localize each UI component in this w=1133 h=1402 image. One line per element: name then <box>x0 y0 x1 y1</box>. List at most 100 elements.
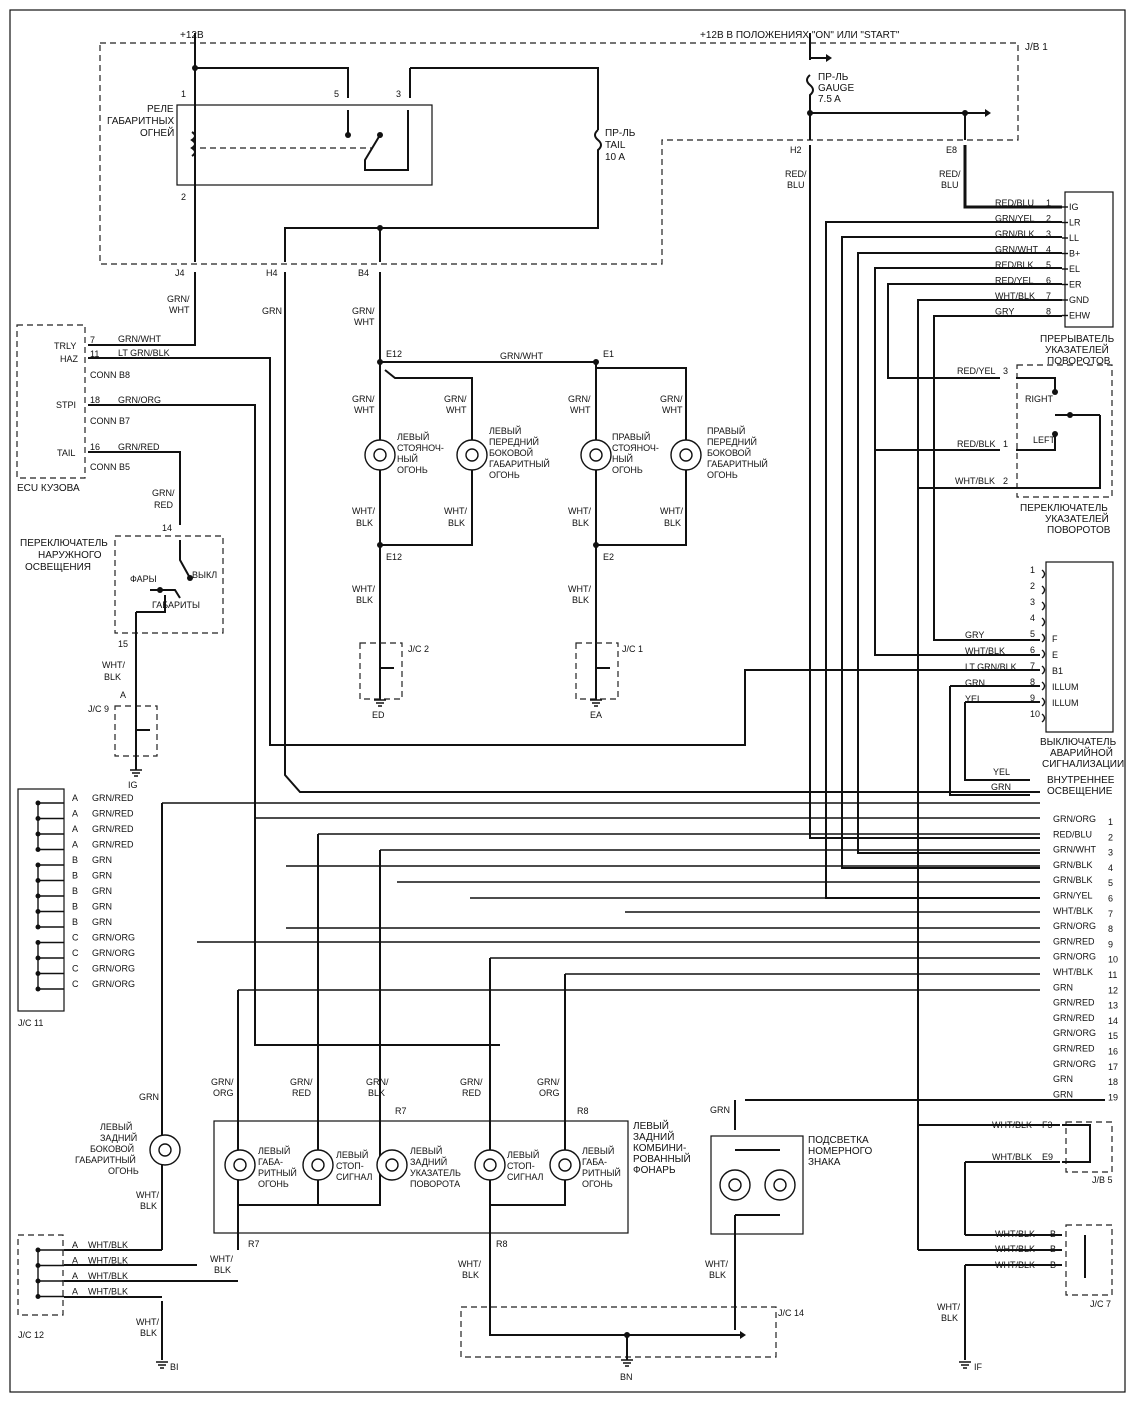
jc11-row-code: C <box>72 933 79 943</box>
svg-text:BLK: BLK <box>462 1270 479 1280</box>
svg-text:WHT: WHT <box>662 405 683 415</box>
flasher-wire-label: RED/BLU <box>995 198 1034 208</box>
trailer-pin-number: 1 <box>1108 817 1113 827</box>
jc11-row-code: B <box>72 902 78 912</box>
svg-text:WHT/BLK: WHT/BLK <box>992 1120 1032 1130</box>
svg-text:WHT: WHT <box>446 405 467 415</box>
jc11-row-code: A <box>72 793 78 803</box>
svg-text:ВЫКЛЮЧАТЕЛЬ: ВЫКЛЮЧАТЕЛЬ <box>1040 737 1117 748</box>
jc12-row-code: A <box>72 1287 78 1297</box>
svg-text:14: 14 <box>162 523 172 533</box>
svg-text:RED/YEL: RED/YEL <box>957 366 996 376</box>
jc11-row-wire: GRN/RED <box>92 793 134 803</box>
trailer-pin-number: 18 <box>1108 1077 1118 1087</box>
svg-text:GRN/: GRN/ <box>167 294 190 304</box>
turn-flasher <box>1064 191 1114 328</box>
flasher-wire-label: RED/BLK <box>995 260 1034 270</box>
rear-side-marker-left <box>149 1134 181 1166</box>
flasher-pin-number: 8 <box>1046 307 1051 317</box>
hazard-pin-number: 5 <box>1030 629 1035 639</box>
svg-text:ОГОНЬ: ОГОНЬ <box>612 465 643 475</box>
exterior-light-switch <box>114 535 224 634</box>
svg-text:E12: E12 <box>386 349 402 359</box>
trailer-wire-label: GRN/RED <box>1053 1044 1095 1054</box>
svg-text:STPI: STPI <box>56 400 76 410</box>
svg-text:WHT/: WHT/ <box>136 1190 159 1200</box>
supply-on-start-label: +12В В ПОЛОЖЕНИЯХ "ON" ИЛИ "START" <box>700 30 900 41</box>
jc12-row-wire: WHT/BLK <box>88 1287 128 1297</box>
svg-text:GAUGE: GAUGE <box>818 83 854 94</box>
svg-text:НЫЙ: НЫЙ <box>397 453 418 464</box>
jc11-row-wire: GRN <box>92 886 112 896</box>
trailer-wire-label: GRN/ORG <box>1053 1028 1096 1038</box>
svg-text:ГАБАРИТНЫЙ: ГАБАРИТНЫЙ <box>75 1154 136 1165</box>
svg-text:УКАЗАТЕЛЕЙ: УКАЗАТЕЛЕЙ <box>1045 512 1109 525</box>
front-lamp-right-parking <box>580 439 612 471</box>
junction-block-jb1 <box>99 42 1019 265</box>
svg-text:УКАЗАТЕЛЕЙ: УКАЗАТЕЛЕЙ <box>1045 343 1109 356</box>
svg-text:НЫЙ: НЫЙ <box>612 453 633 464</box>
svg-text:R8: R8 <box>577 1106 589 1116</box>
svg-text:BLU: BLU <box>787 180 805 190</box>
svg-text:IG: IG <box>128 780 138 790</box>
svg-text:WHT: WHT <box>354 317 375 327</box>
svg-text:ЛЕВЫЙ: ЛЕВЫЙ <box>582 1145 614 1156</box>
svg-text:WHT: WHT <box>354 405 375 415</box>
flasher-wire-label: RED/YEL <box>995 276 1034 286</box>
svg-text:ЗАДНИЙ: ЗАДНИЙ <box>100 1132 137 1143</box>
rear-lamp-turn-left <box>376 1149 408 1181</box>
svg-text:ПРАВЫЙ: ПРАВЫЙ <box>612 431 650 442</box>
svg-text:ОГОНЬ: ОГОНЬ <box>489 470 520 480</box>
hazard-wire-label: LT GRN/BLK <box>965 662 1017 672</box>
svg-text:BLK: BLK <box>104 672 121 682</box>
fuse-gauge <box>806 74 814 140</box>
svg-text:BLK: BLK <box>572 595 589 605</box>
svg-text:СИГНАЛ: СИГНАЛ <box>336 1172 373 1182</box>
tail-relay <box>176 104 433 186</box>
jc2 <box>359 642 403 700</box>
svg-text:ПЕРЕКЛЮЧАТЕЛЬ: ПЕРЕКЛЮЧАТЕЛЬ <box>1020 503 1108 514</box>
svg-text:GRN/: GRN/ <box>352 306 375 316</box>
hazard-wire-label: YEL <box>965 694 982 704</box>
flasher-pin-number: 6 <box>1046 276 1051 286</box>
jc12-row-code: A <box>72 1271 78 1281</box>
front-lamp-right-side <box>670 439 702 471</box>
svg-text:E1: E1 <box>603 349 614 359</box>
svg-text:ВЫКЛ: ВЫКЛ <box>192 570 217 580</box>
trailer-pin-number: 8 <box>1108 924 1113 934</box>
svg-text:ЛЕВЫЙ: ЛЕВЫЙ <box>507 1149 539 1160</box>
jc1 <box>575 642 619 700</box>
svg-text:GRN/: GRN/ <box>444 394 467 404</box>
svg-text:ПЕРЕДНИЙ: ПЕРЕДНИЙ <box>489 436 539 447</box>
svg-text:BN: BN <box>620 1372 633 1382</box>
jc14 <box>460 1306 777 1358</box>
svg-text:J4: J4 <box>175 268 185 278</box>
svg-text:BLK: BLK <box>140 1328 157 1338</box>
svg-text:RIGHT: RIGHT <box>1025 394 1054 404</box>
svg-text:HAZ: HAZ <box>60 354 79 364</box>
svg-text:ОГОНЬ: ОГОНЬ <box>397 465 428 475</box>
flasher-pin-number: 5 <box>1046 260 1051 270</box>
hazard-pin-label: F <box>1052 634 1058 644</box>
hazard-pin-label: ILLUM <box>1052 698 1079 708</box>
svg-text:15: 15 <box>118 639 128 649</box>
svg-text:ПР-ЛЬ: ПР-ЛЬ <box>818 72 849 83</box>
jc11-row-code: B <box>72 855 78 865</box>
jc11-row-wire: GRN/ORG <box>92 948 135 958</box>
svg-text:УКАЗАТЕЛЬ: УКАЗАТЕЛЬ <box>410 1168 461 1178</box>
jc11-row-code: C <box>72 948 79 958</box>
svg-text:GRN: GRN <box>139 1092 159 1102</box>
flasher-pin-number: 1 <box>1046 198 1051 208</box>
svg-text:ORG: ORG <box>213 1088 234 1098</box>
svg-text:CONN B5: CONN B5 <box>90 462 130 472</box>
svg-text:BLK: BLK <box>664 518 681 528</box>
rear-lamp-stop-left-2 <box>474 1149 506 1181</box>
flasher-wire-label: GRN/YEL <box>995 214 1035 224</box>
svg-text:BLK: BLK <box>356 595 373 605</box>
svg-text:E12: E12 <box>386 552 402 562</box>
svg-text:CONN B7: CONN B7 <box>90 416 130 426</box>
jc11-row-wire: GRN <box>92 902 112 912</box>
trailer-pin-number: 19 <box>1108 1092 1118 1102</box>
svg-text:J/C 1: J/C 1 <box>622 644 643 654</box>
svg-text:BLU: BLU <box>941 180 959 190</box>
